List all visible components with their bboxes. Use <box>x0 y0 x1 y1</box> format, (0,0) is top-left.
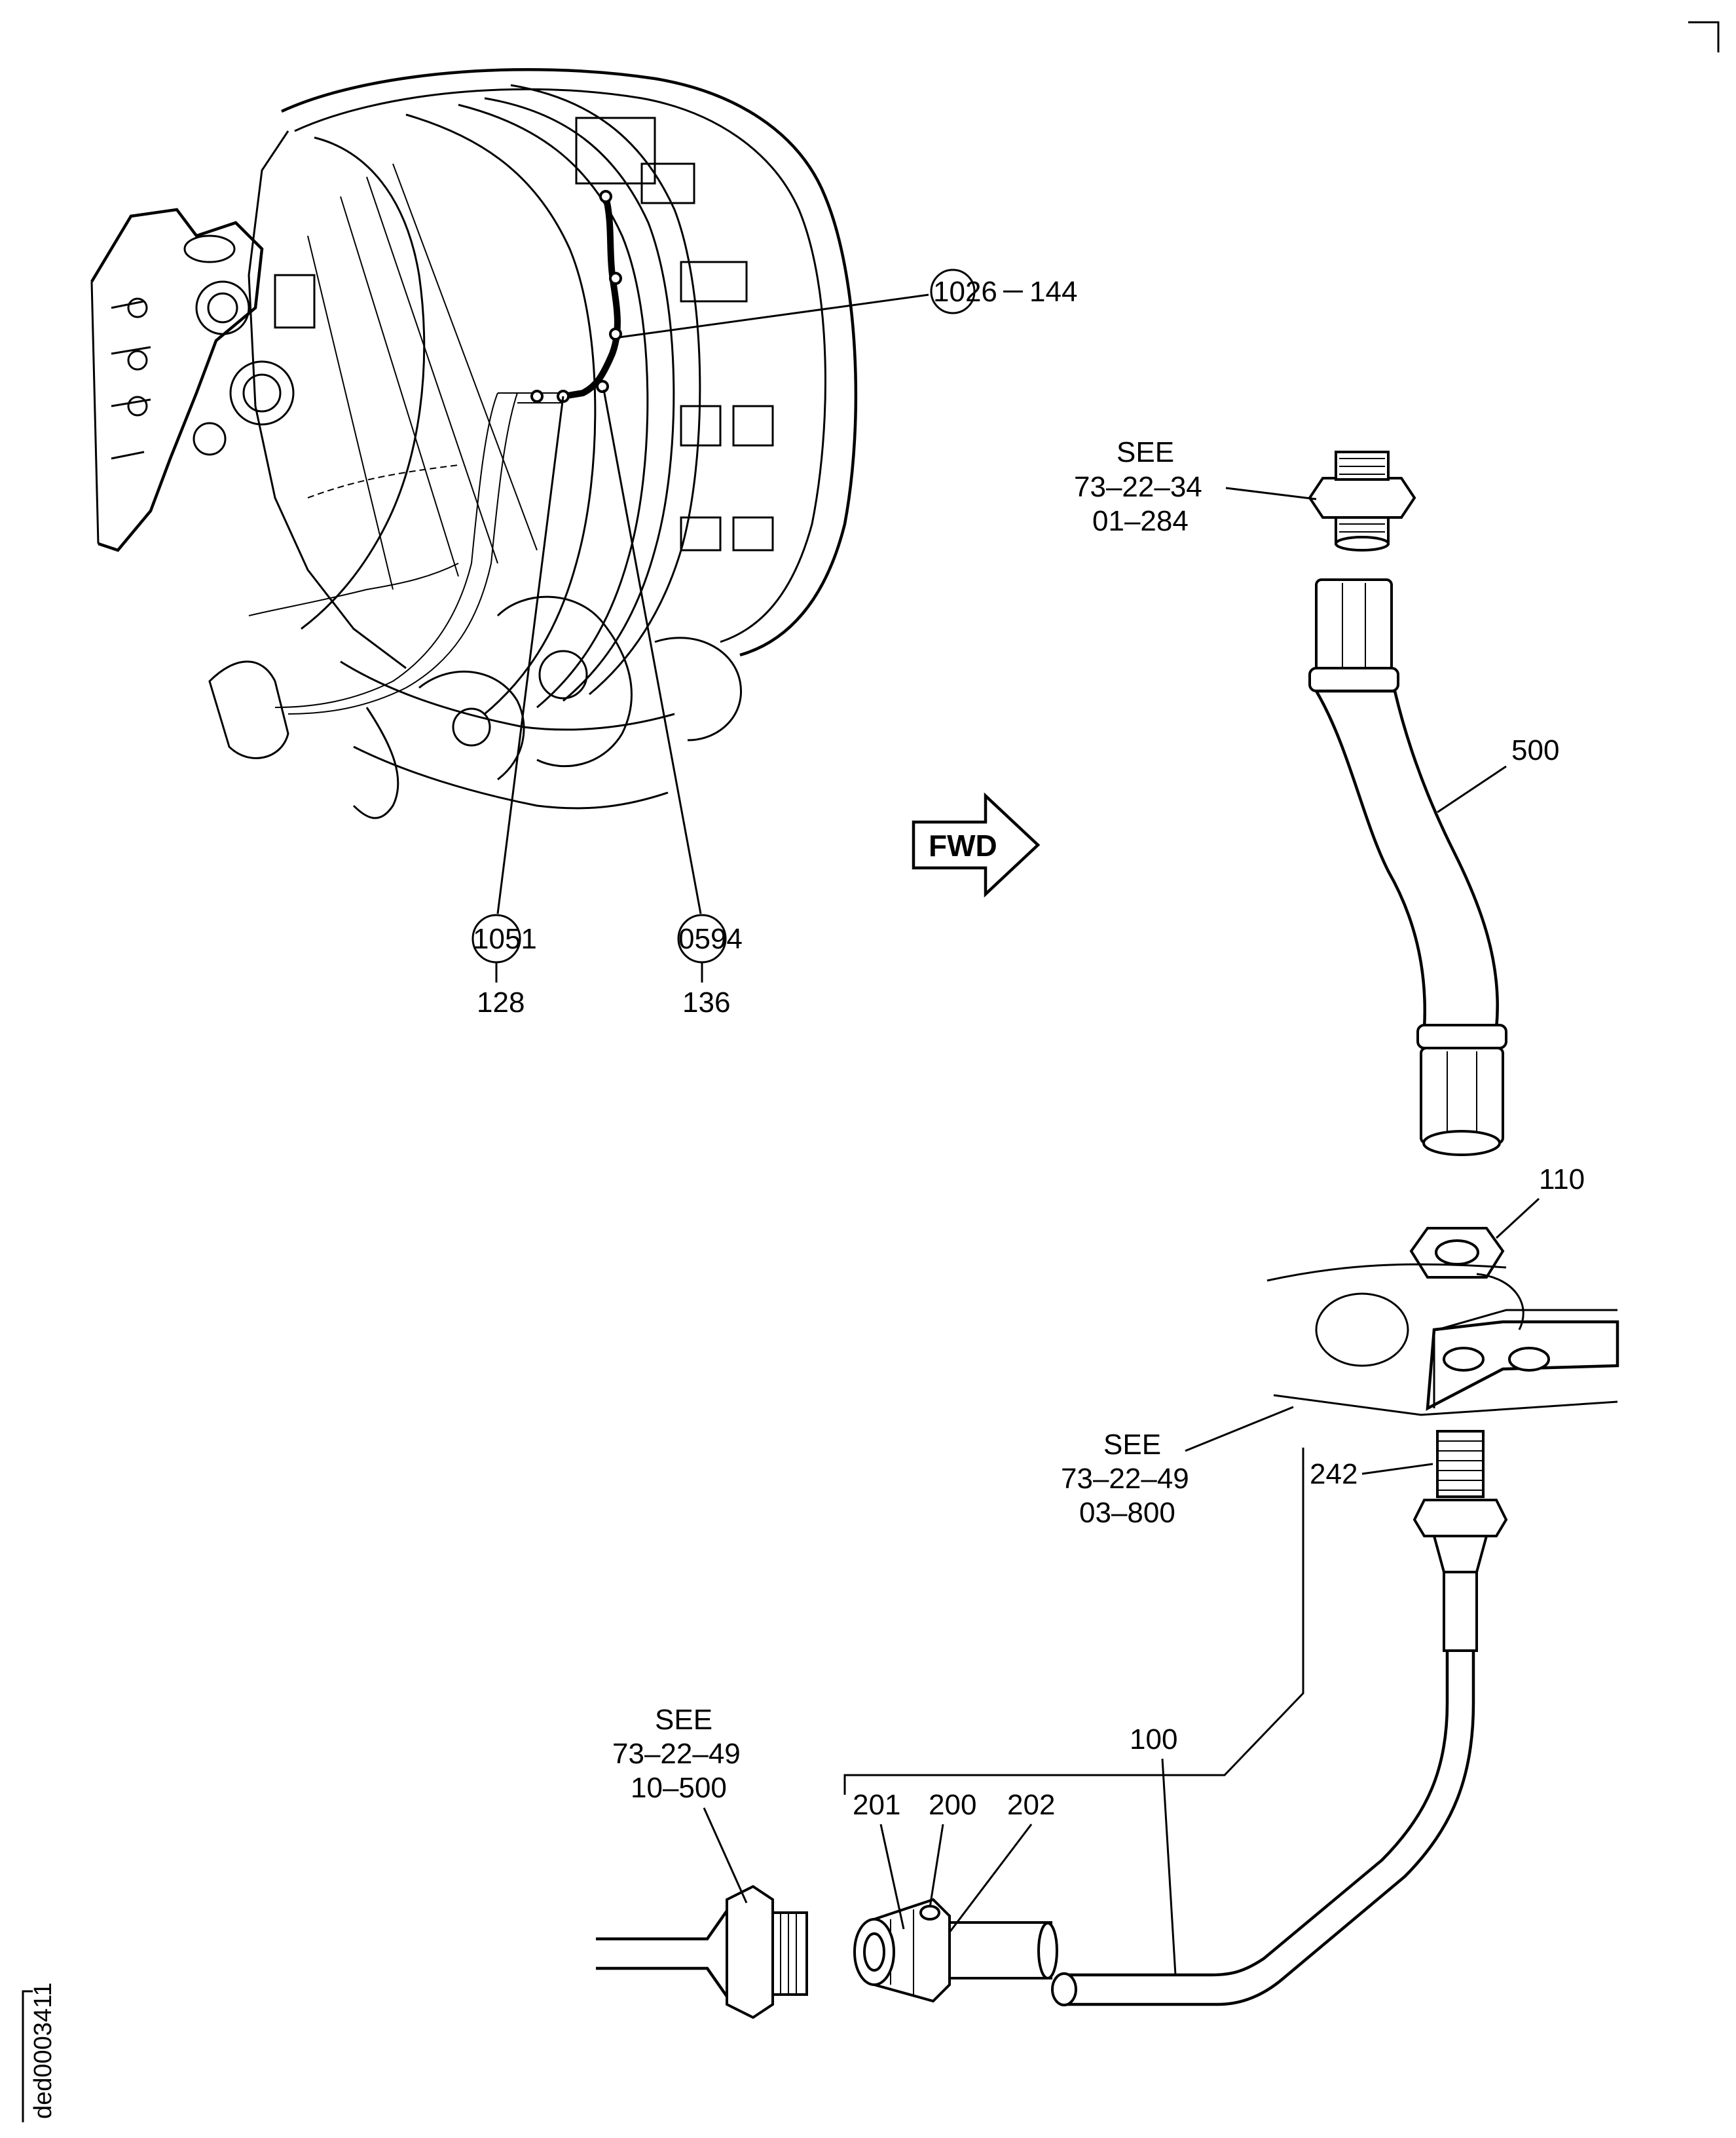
see-bottom-line1: SEE <box>655 1704 712 1736</box>
left-tube-union <box>596 1885 808 2019</box>
corner-crop-mark <box>1688 21 1720 52</box>
part-500-label: 500 <box>1511 734 1559 766</box>
callout-144-label: 144 <box>1029 276 1077 308</box>
callout-242: 242 <box>1310 1458 1433 1490</box>
forward-direction-arrow: FWD <box>912 792 1041 898</box>
fwd-label: FWD <box>929 829 997 863</box>
tube-100 <box>1051 1651 1475 2006</box>
part-242-label: 242 <box>1310 1458 1357 1490</box>
see-note-73-22-49-10-500: SEE 73–22–49 10–500 <box>612 1704 748 1904</box>
callout-0594-136: 0594 136 <box>602 389 743 1019</box>
part-200-label: 200 <box>929 1789 976 1821</box>
hose-assembly-500 <box>1308 578 1507 1156</box>
see-mid-line2: 73–22–49 <box>1061 1463 1189 1495</box>
upper-union-fitting <box>1308 451 1416 552</box>
callout-500: 500 <box>1437 734 1559 814</box>
callout-1051-label: 1051 <box>473 923 537 955</box>
part-100-label: 100 <box>1130 1723 1177 1755</box>
callout-1026-label: 1026 <box>933 276 997 308</box>
part-201-label: 201 <box>853 1789 900 1821</box>
callout-100: 100 <box>843 1448 1304 1976</box>
part-202-label: 202 <box>1007 1789 1055 1821</box>
nut-110 <box>1409 1227 1505 1279</box>
union-242 <box>1413 1430 1508 1652</box>
see-mid-line3: 03–800 <box>1079 1497 1175 1529</box>
callout-1026-144: 1026 144 <box>618 269 1077 339</box>
see-top-line3: 01–284 <box>1092 505 1189 537</box>
drawing-id-label: ded0003411 <box>29 1982 57 2119</box>
see-mid-line1: SEE <box>1103 1429 1161 1461</box>
see-note-73-22-49-03-800: SEE 73–22–49 03–800 <box>1061 1406 1294 1529</box>
callout-1051-128: 1051 128 <box>471 396 564 1019</box>
nut-sleeve-assembly <box>853 1898 1058 2003</box>
part-110-label: 110 <box>1539 1163 1585 1195</box>
see-bottom-line3: 10–500 <box>631 1772 727 1804</box>
callout-110: 110 <box>1495 1163 1585 1239</box>
callout-128-label: 128 <box>477 986 525 1019</box>
callout-0594-label: 0594 <box>678 923 743 955</box>
callout-136-label: 136 <box>682 986 730 1019</box>
drawing-id: ded0003411 <box>22 1982 57 2122</box>
see-note-73-22-34: SEE 73–22–34 01–284 <box>1074 436 1317 537</box>
callouts-201-200-202: 201 200 202 <box>853 1789 1055 1933</box>
engine-illustration <box>90 67 858 819</box>
see-bottom-line2: 73–22–49 <box>612 1738 741 1770</box>
see-top-line2: 73–22–34 <box>1074 471 1202 503</box>
see-top-line1: SEE <box>1117 436 1174 468</box>
mounting-bracket <box>1266 1263 1619 1416</box>
